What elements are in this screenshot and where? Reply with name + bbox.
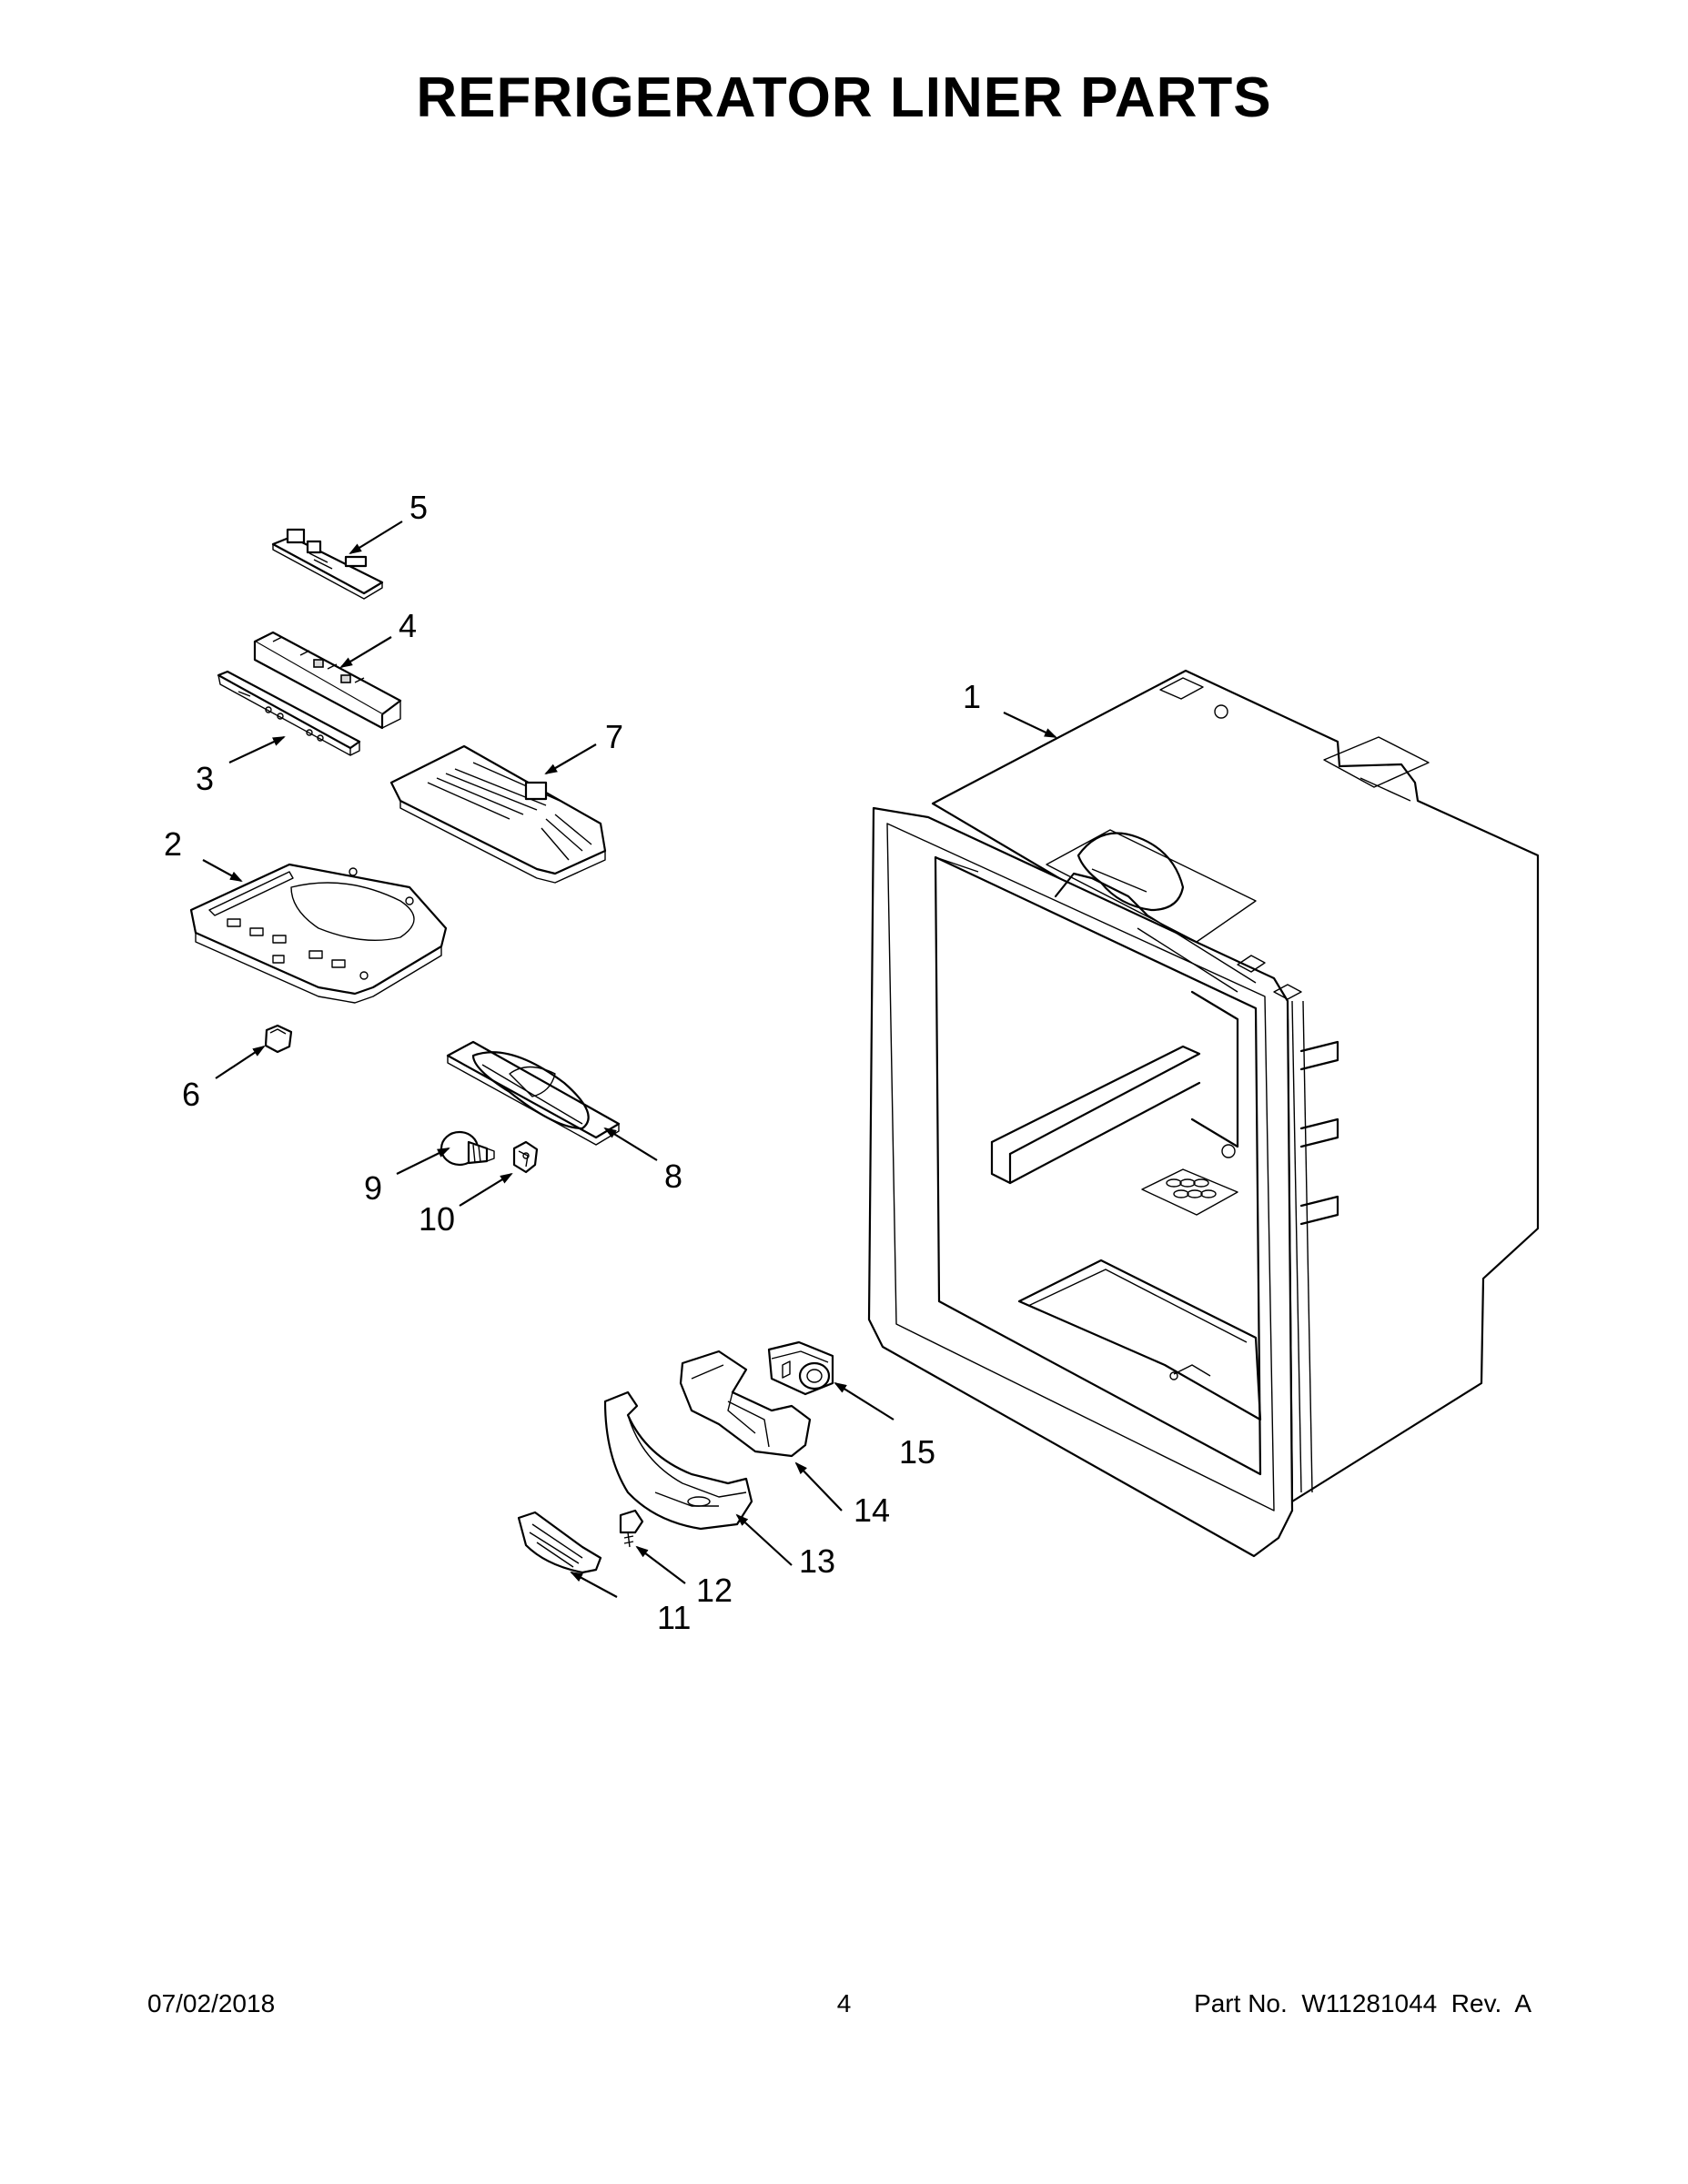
- part-8-light-housing: [446, 1040, 621, 1146]
- callout-7: 7: [605, 718, 623, 755]
- part-4-control-housing: [253, 631, 402, 730]
- part-10-socket: [512, 1140, 539, 1174]
- callout-15: 15: [899, 1433, 935, 1471]
- part-6-switch: [264, 1024, 293, 1054]
- part-15-motor: [767, 1340, 834, 1396]
- part-1-liner: [867, 669, 1540, 1558]
- footer-part-number: Part No. W11281044 Rev. A: [1194, 1989, 1531, 2017]
- footer-page-number: 4: [836, 1989, 852, 2017]
- leader-lines: [202, 521, 1057, 1598]
- callout-6: 6: [182, 1076, 200, 1113]
- callout-13: 13: [799, 1542, 835, 1580]
- part-9-bulb: [440, 1130, 495, 1167]
- callout-4: 4: [399, 607, 417, 644]
- page-title: REFRIGERATOR LINER PARTS: [416, 66, 1272, 129]
- part-3-control-panel: [217, 670, 361, 756]
- footer-date: 07/02/2018: [147, 1989, 276, 2017]
- part-13-dispenser-bezel: [603, 1390, 753, 1531]
- part-14-chute-housing: [679, 1350, 812, 1458]
- callout-3: 3: [196, 760, 214, 797]
- part-11-trim: [517, 1511, 602, 1574]
- callout-9: 9: [364, 1169, 382, 1207]
- callout-2: 2: [164, 825, 182, 863]
- callout-12: 12: [696, 1572, 733, 1609]
- part-5-control-board: [271, 528, 384, 600]
- callout-8: 8: [664, 1158, 682, 1195]
- callout-10: 10: [419, 1200, 455, 1238]
- part-2-cover: [189, 863, 448, 1004]
- part-7-air-duct: [389, 744, 607, 884]
- callout-5: 5: [409, 489, 428, 526]
- callout-11: 11: [657, 1599, 691, 1636]
- callouts: 1 2 3 4 5 6 7 8 9 10 11 12 13 14 15: [164, 489, 981, 1636]
- callout-14: 14: [854, 1491, 890, 1529]
- part-12-screw: [619, 1509, 644, 1548]
- callout-1: 1: [963, 678, 981, 715]
